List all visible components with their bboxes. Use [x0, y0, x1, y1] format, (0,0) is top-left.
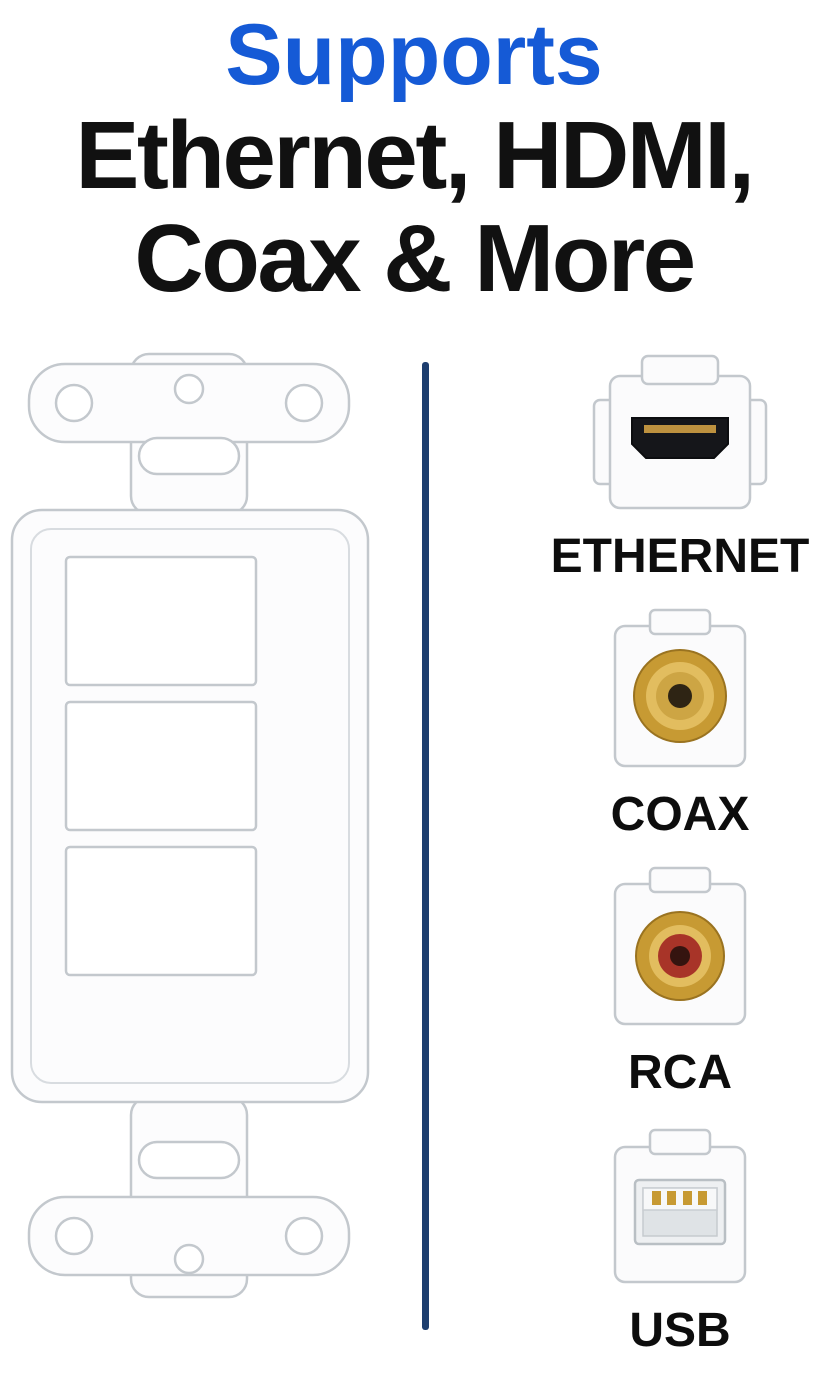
wall-plate-insert-illustration [4, 342, 386, 1342]
connector-item-usb: USB [540, 1122, 820, 1356]
keystone-opening-1 [64, 555, 258, 687]
connector-item-coax: COAX [540, 606, 820, 840]
connector-label: ETHERNET [550, 530, 810, 583]
screw-hole-top-left [54, 383, 94, 423]
connector-label: RCA [628, 1046, 732, 1099]
coax-keystone-icon [580, 606, 780, 784]
decora-insert-icon [10, 352, 370, 1299]
usb-keystone-icon [580, 1122, 780, 1300]
hdmi-keystone-icon [580, 348, 780, 526]
top-slot [137, 436, 241, 476]
screw-hole-bottom-left [54, 1216, 94, 1256]
bottom-slot [137, 1140, 241, 1180]
plate-inner-face [30, 528, 350, 1084]
headline-line1: Ethernet, HDMI, [75, 102, 755, 209]
connector-item-rca: RCA [540, 864, 820, 1098]
connector-label: USB [629, 1304, 731, 1357]
center-hole-bottom [173, 1243, 205, 1275]
connector-label: COAX [610, 788, 750, 841]
center-hole-top [173, 373, 205, 405]
vertical-divider [422, 362, 429, 1330]
headline-supports: Supports [225, 7, 603, 103]
rca-keystone-icon [580, 864, 780, 1042]
headline-line2: Coax & More [134, 204, 696, 312]
keystone-opening-2 [64, 700, 258, 832]
keystone-opening-3 [64, 845, 258, 977]
connector-item-ethernet: ETHERNET [540, 348, 820, 582]
plate-bottom-bracket [27, 1195, 351, 1277]
header: Supports Ethernet, HDMI, Coax & More [0, 0, 828, 310]
screw-hole-bottom-right [284, 1216, 324, 1256]
connector-list: ETHERNET COAX [540, 348, 820, 1380]
screw-hole-top-right [284, 383, 324, 423]
